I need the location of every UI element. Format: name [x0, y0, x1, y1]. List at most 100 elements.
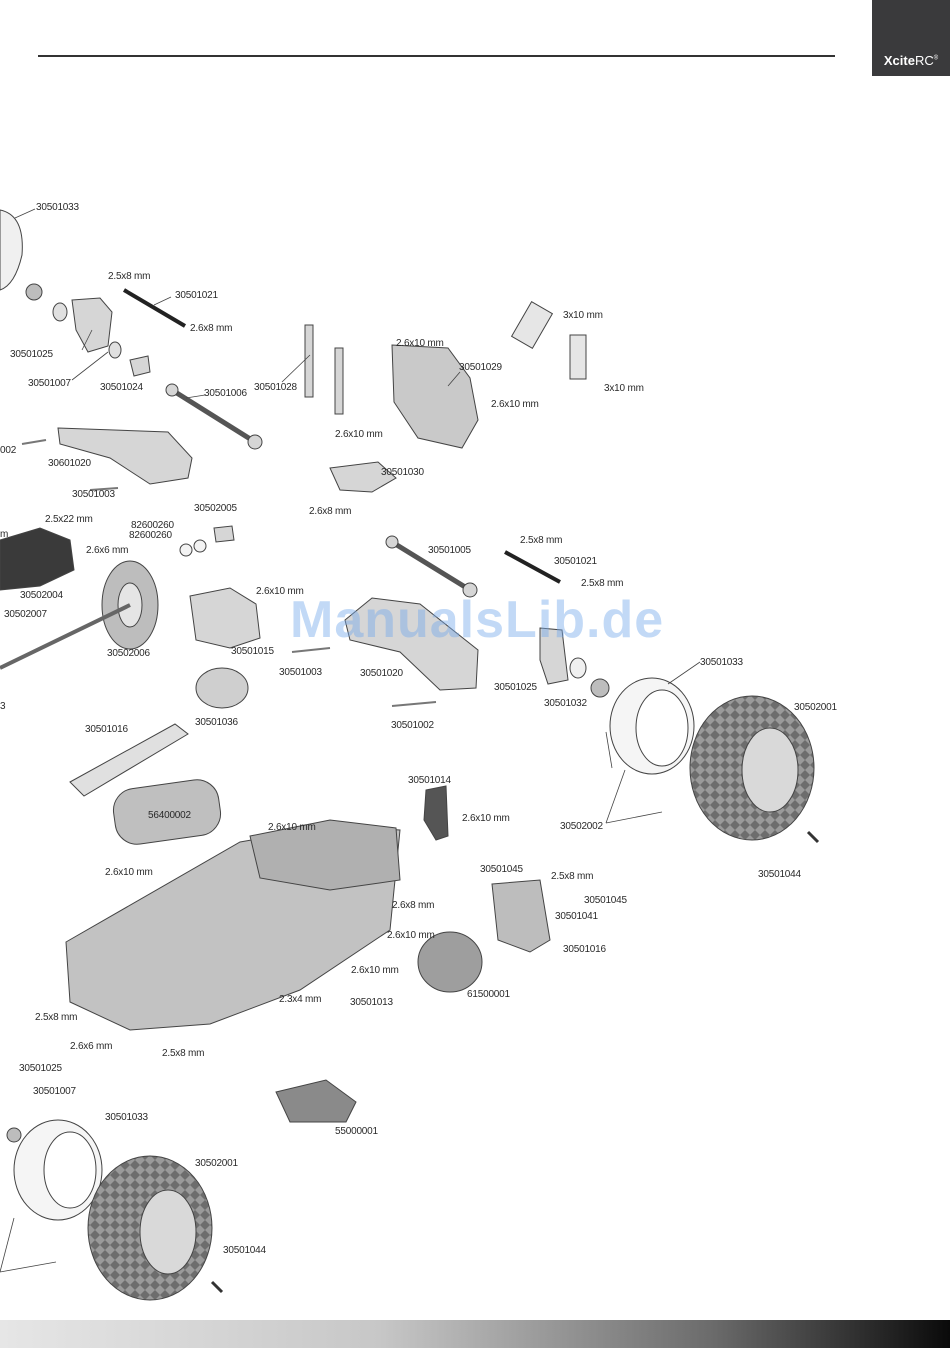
part-label: 2.6x8 mm [392, 900, 435, 911]
part-label: 002 [0, 445, 17, 456]
battery-strap [69, 723, 189, 797]
motor-plate [491, 879, 551, 953]
part-label: 2.6x10 mm [105, 867, 153, 878]
part-label: 2.3x4 mm [279, 994, 322, 1005]
bearing [108, 341, 122, 359]
part-label: 82600260 [131, 520, 174, 531]
part-label: m [0, 529, 9, 540]
part-label: 2.5x8 mm [108, 271, 151, 282]
part-label: 2.6x10 mm [256, 586, 304, 597]
part-label: 2.6x8 mm [190, 323, 233, 334]
part-label: 2.5x8 mm [551, 871, 594, 882]
part-label: 82600260 [129, 530, 172, 541]
brand-logo: XciteRC® [872, 0, 950, 76]
part-label: 30501045 [480, 864, 523, 875]
part-label: 2.6x10 mm [387, 930, 435, 941]
part-label: 2.6x10 mm [335, 429, 383, 440]
part-label: 2.6x10 mm [396, 338, 444, 349]
body-post [334, 347, 344, 415]
part-label: 30501025 [19, 1063, 62, 1074]
header-rule [38, 55, 835, 57]
part-label: 2.5x8 mm [162, 1048, 205, 1059]
part-label: 2.6x10 mm [462, 813, 510, 824]
part-label: 30601020 [48, 458, 91, 469]
differential [195, 667, 249, 709]
part-label: 30502006 [107, 648, 150, 659]
part-label: 30501021 [175, 290, 218, 301]
part-label: 30502001 [794, 702, 837, 713]
part-label: 2.6x10 mm [268, 822, 316, 833]
lower-arm [344, 597, 479, 691]
motor [417, 931, 483, 993]
part-label: 30502004 [20, 590, 63, 601]
turnbuckle [504, 550, 561, 584]
part-label: 30501002 [391, 720, 434, 731]
shock [569, 334, 587, 380]
part-label: 2.6x6 mm [70, 1041, 113, 1052]
wheel-rim-fragment [0, 209, 23, 291]
drive-shaft [0, 603, 131, 670]
bearing [52, 302, 68, 322]
part-label: 30502007 [4, 609, 47, 620]
part-label: 30501036 [195, 717, 238, 728]
lower-arm [57, 427, 193, 485]
part-label: 30502005 [194, 503, 237, 514]
hex-nut [25, 283, 43, 301]
part-label: 30501024 [100, 382, 143, 393]
part-label: 30501015 [231, 646, 274, 657]
part-label: 30501007 [33, 1086, 76, 1097]
hex-nut [6, 1127, 22, 1143]
body-post [304, 324, 314, 398]
part-label: 30501014 [408, 775, 451, 786]
part-label: 30501003 [72, 489, 115, 500]
coupler [213, 525, 235, 543]
part-label: 56400002 [148, 810, 191, 821]
part-label: 30501045 [584, 895, 627, 906]
gearbox-plate [391, 344, 479, 449]
part-label: 30501032 [544, 698, 587, 709]
part-label: 3 [0, 701, 6, 712]
part-label: 30502002 [560, 821, 603, 832]
part-label: 30501033 [36, 202, 79, 213]
part-label: 30501044 [223, 1245, 266, 1256]
footer-gradient-bar [0, 1320, 950, 1348]
bracket [423, 785, 449, 841]
part-label: 30501020 [360, 668, 403, 679]
part-label: 30501003 [279, 667, 322, 678]
part-label: 30501033 [700, 657, 743, 668]
part-label: 30502001 [195, 1158, 238, 1169]
part-label: 61500001 [467, 989, 510, 1000]
bumper-mount [329, 461, 397, 493]
part-label: 30501005 [428, 545, 471, 556]
part-label: 2.6x8 mm [309, 506, 352, 517]
part-label: 30501029 [459, 362, 502, 373]
dogbone [170, 387, 257, 445]
part-label: 30501028 [254, 382, 297, 393]
part-label: 30501033 [105, 1112, 148, 1123]
part-label: 2.6x10 mm [491, 399, 539, 410]
part-label: 30501025 [494, 682, 537, 693]
battery [112, 779, 222, 845]
part-label: 3x10 mm [563, 310, 603, 321]
part-label: 2.6x10 mm [351, 965, 399, 976]
part-label: 30501030 [381, 467, 424, 478]
esc [275, 1079, 357, 1123]
cup [129, 355, 151, 377]
part-label: 30501007 [28, 378, 71, 389]
exploded-parts-diagram [0, 208, 820, 1301]
diff-housing [189, 587, 261, 649]
part-label: 30501006 [204, 388, 247, 399]
turnbuckle [122, 288, 187, 328]
part-label: 2.5x8 mm [520, 535, 563, 546]
part-label: 30501025 [10, 349, 53, 360]
knuckle [71, 297, 113, 353]
part-label: 30501016 [85, 724, 128, 735]
part-label: 2.5x22 mm [45, 514, 93, 525]
part-label: 30501044 [758, 869, 801, 880]
part-label: 2.5x8 mm [581, 578, 624, 589]
part-label: 30501021 [554, 556, 597, 567]
gearbox-housing [0, 527, 75, 591]
part-label: 3x10 mm [604, 383, 644, 394]
part-label: 30501016 [563, 944, 606, 955]
shock [510, 300, 554, 350]
